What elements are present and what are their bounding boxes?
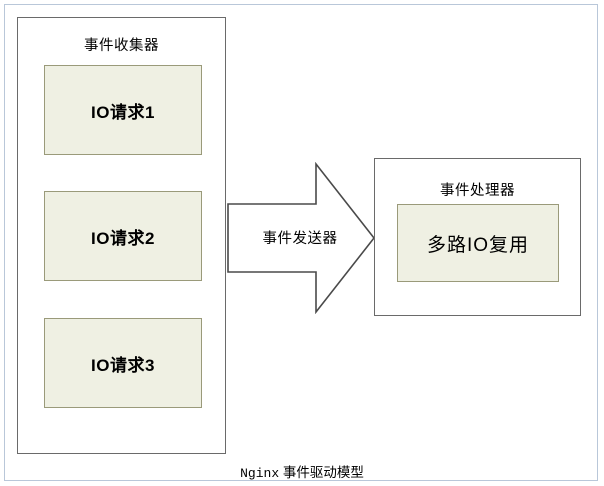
caption-text-part: 事件驱动模型 [279, 465, 364, 480]
event-processor-title: 事件处理器 [440, 183, 515, 199]
io-request-node-2: IO请求2 [44, 191, 202, 281]
event-sender-label: 事件发送器 [262, 231, 338, 247]
io-request-node-3: IO请求3 [44, 318, 202, 408]
caption-mono-part: Nginx [240, 466, 280, 481]
io-multiplexing-node: 多路IO复用 [397, 204, 559, 282]
io-request-node-1: IO请求1 [44, 65, 202, 155]
outer-frame [4, 4, 598, 481]
event-sender-arrow-icon [227, 162, 376, 314]
event-collector-title: 事件收集器 [84, 38, 159, 54]
diagram-caption: Nginx 事件驱动模型 [0, 461, 604, 481]
